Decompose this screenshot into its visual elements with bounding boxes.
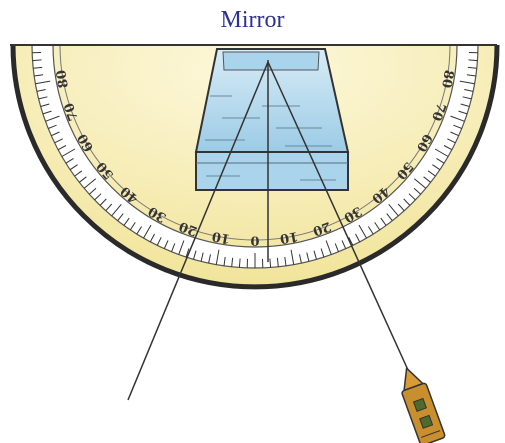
- protractor-tick: [239, 259, 240, 268]
- protractor-tick: [270, 259, 271, 268]
- protractor-label: 80: [54, 69, 72, 89]
- protractor-label: 10: [279, 228, 299, 246]
- protractor-label: 0: [250, 233, 259, 248]
- protractor-label: 10: [211, 228, 231, 246]
- pin-icon: [394, 364, 445, 443]
- protractor-label: 80: [438, 69, 456, 89]
- protractor-tick: [33, 60, 42, 61]
- protractor-tick: [469, 60, 478, 61]
